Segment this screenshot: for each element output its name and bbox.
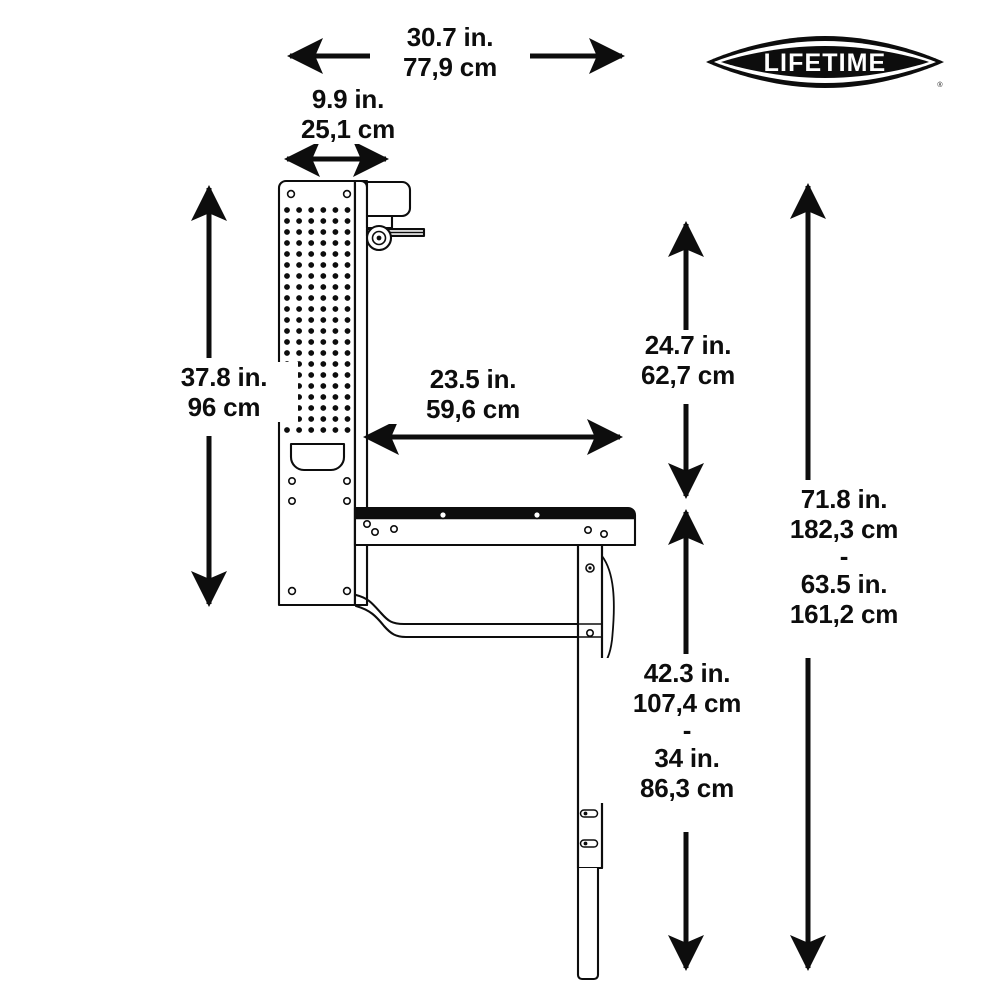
- value-centimeters: 59,6 cm: [425, 394, 520, 425]
- value-inches: 23.5 in.: [429, 364, 517, 394]
- logo-inner-lens: [721, 46, 929, 78]
- support-brace: [354, 593, 587, 639]
- hand-cutout: [289, 442, 346, 472]
- leg-screw-holes: [585, 563, 595, 637]
- value-max-inches: 42.3 in.: [643, 658, 731, 688]
- lifetime-logo-mark: LIFETIME ®: [706, 36, 944, 89]
- dimension-label-leg-height-range: 42.3 in. 107,4 cm - 34 in. 86,3 cm: [598, 658, 776, 804]
- lifetime-logo: LIFETIME ®: [700, 30, 950, 94]
- dimension-label-worktop-depth: 23.5 in. 59,6 cm: [388, 364, 558, 425]
- value-max-inches: 71.8 in.: [800, 484, 888, 514]
- logo-registered-mark: ®: [937, 81, 943, 89]
- product-illustration: [277, 179, 637, 981]
- dimension-label-panel-depth: 9.9 in. 25,1 cm: [268, 84, 428, 145]
- dimension-label-upper-section-height: 24.7 in. 62,7 cm: [608, 330, 768, 391]
- value-inches: 9.9 in.: [311, 84, 385, 114]
- value-centimeters: 77,9 cm: [402, 52, 497, 83]
- value-centimeters: 96 cm: [187, 392, 261, 423]
- panel-screw-holes: [287, 476, 352, 596]
- logo-wordmark: LIFETIME: [764, 49, 887, 77]
- value-inches: 24.7 in.: [644, 330, 732, 360]
- dimension-label-overall-height-range: 71.8 in. 182,3 cm - 63.5 in. 161,2 cm: [740, 484, 948, 630]
- value-centimeters: 25,1 cm: [300, 114, 395, 145]
- dimension-arrows: [191, 38, 826, 971]
- value-min-inches: 63.5 in.: [800, 569, 888, 599]
- value-min-centimeters: 86,3 cm: [639, 773, 734, 804]
- worktop-screw-holes: [362, 510, 608, 538]
- value-inches: 30.7 in.: [406, 22, 494, 52]
- dimension-label-overall-width: 30.7 in. 77,9 cm: [370, 22, 530, 83]
- value-min-inches: 34 in.: [654, 743, 720, 773]
- value-max-centimeters: 107,4 cm: [632, 688, 742, 719]
- value-max-centimeters: 182,3 cm: [789, 514, 899, 545]
- panel-top-screw-holes: [286, 189, 352, 199]
- top-bracket-box: [365, 180, 412, 218]
- range-separator: -: [682, 715, 692, 746]
- worktop: [353, 506, 637, 547]
- value-inches: 37.8 in.: [180, 362, 268, 392]
- dimension-label-backboard-height: 37.8 in. 96 cm: [150, 362, 298, 423]
- leg-pin-slots: [579, 809, 599, 848]
- leg-foot: [576, 866, 600, 981]
- value-min-centimeters: 161,2 cm: [789, 599, 899, 630]
- knob: [365, 224, 393, 252]
- value-centimeters: 62,7 cm: [640, 360, 735, 391]
- range-separator: -: [839, 541, 849, 572]
